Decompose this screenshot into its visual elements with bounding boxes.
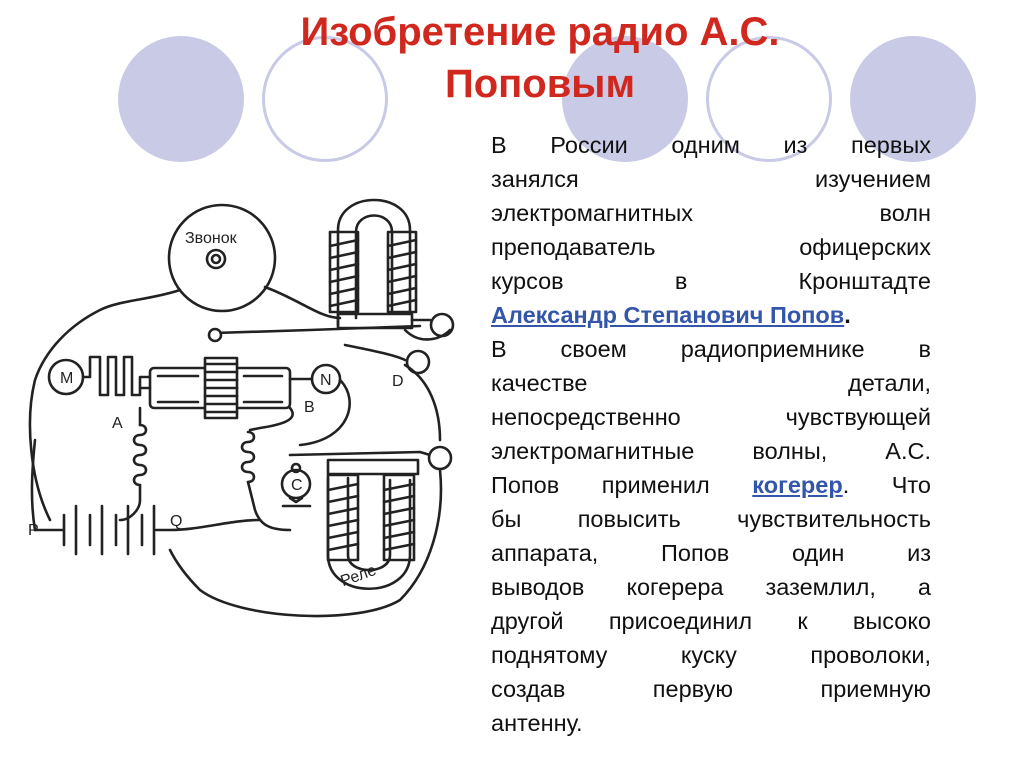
text-line: преподаватель офицерских <box>491 234 931 260</box>
link-period: . <box>844 302 851 328</box>
label-q: Q <box>170 513 182 530</box>
text-line: создав первую приемную <box>491 676 931 702</box>
text-line: непосредственно чувствующей <box>491 404 931 430</box>
popov-link[interactable]: Александр Степанович Попов <box>491 302 845 328</box>
text-fragment: . Что <box>842 472 932 498</box>
text-line: аппарата, Попов один из <box>491 540 931 566</box>
text-line: выводов когерера заземлил, а <box>491 574 931 600</box>
text-line: антенну. <box>491 710 583 736</box>
decor-circle-4 <box>706 36 832 162</box>
text-line: бы повысить чувствительность <box>491 506 931 532</box>
label-c: C <box>291 477 303 494</box>
label-b: B <box>304 399 315 416</box>
text-line: В России одним из первых <box>491 132 931 158</box>
decor-circle-3 <box>562 36 688 162</box>
label-d: D <box>392 373 404 390</box>
text-line: электромагнитные волны, А.С. <box>491 438 931 464</box>
label-m: M <box>60 370 73 387</box>
relay-label: Реле <box>338 562 378 591</box>
text-line: электромагнитных волн <box>491 200 931 226</box>
slide-title: Изобретение радио А.С. Поповым <box>230 6 850 110</box>
bell-label: Звонок <box>185 230 238 247</box>
text-line: курсов в Кронштадте <box>491 268 931 294</box>
text-fragment: Попов применил <box>491 472 753 498</box>
text-line: другой присоединил к высоко <box>491 608 931 634</box>
text-line: поднятому куску проволоки, <box>491 642 931 668</box>
title-line-1: Изобретение радио А.С. <box>300 10 780 54</box>
text-line: Попов применил когерер. Что <box>491 468 931 502</box>
label-n: N <box>320 372 332 389</box>
label-a: A <box>112 415 123 432</box>
body-text: В России одним из первых занялся изучени… <box>491 128 931 740</box>
text-line: качестве детали, <box>491 370 931 396</box>
title-line-2: Поповым <box>444 62 636 106</box>
decor-circle-5 <box>850 36 976 162</box>
coherer-link[interactable]: когерер <box>752 472 843 498</box>
decor-circle-2 <box>262 36 388 162</box>
decor-circle-1 <box>118 36 244 162</box>
text-line: занялся изучением <box>491 166 931 192</box>
label-p: P <box>28 522 39 539</box>
text-line: В своем радиоприемнике в <box>491 336 931 362</box>
text-line: Александр Степанович Попов. <box>491 298 931 332</box>
